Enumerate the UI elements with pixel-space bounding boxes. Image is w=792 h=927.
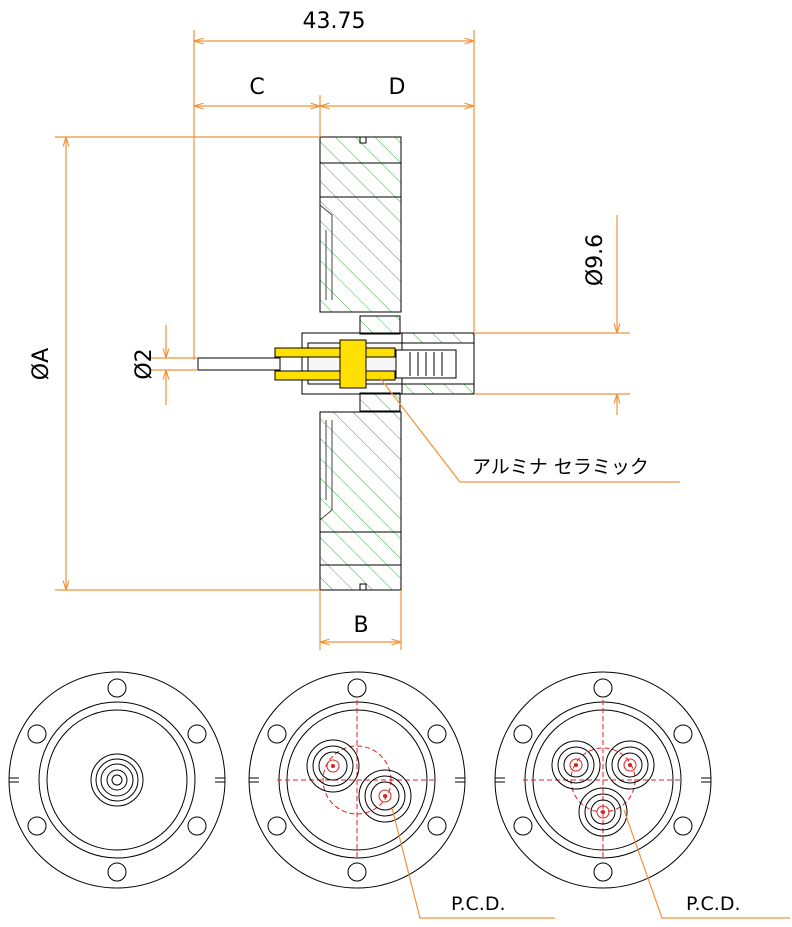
phi-a-label: ØA: [29, 348, 54, 380]
dimension-lines: [55, 30, 680, 650]
conductor-pin-lower: [274, 370, 396, 381]
pcd-right-leader: [623, 809, 790, 919]
pcd-left-label: P.C.D.: [451, 893, 506, 915]
phi-9-6-label: Ø9.6: [583, 234, 608, 286]
front-view-two-pin: [248, 671, 466, 889]
overall-length-label: 43.75: [303, 9, 366, 34]
pcd-left-leader: [391, 807, 555, 919]
material-callout: アルミナ セラミック: [472, 456, 649, 478]
c-label: C: [249, 75, 264, 100]
front-view-single-pin: [8, 671, 226, 889]
b-label: B: [353, 613, 368, 638]
d-label: D: [389, 75, 406, 100]
pcd-right-label: P.C.D.: [686, 893, 741, 915]
flange-upper-rim: [319, 136, 402, 198]
flange-lower-body: [319, 411, 402, 533]
flange-lower-rim: [319, 531, 402, 591]
phi-2-label: Ø2: [132, 348, 157, 379]
flange-upper-body: [319, 196, 402, 313]
pin-tip: [197, 357, 281, 371]
front-view-three-pin: [494, 671, 712, 889]
socket-contact: [395, 349, 457, 379]
conductor-pin-upper: [274, 347, 396, 358]
section-view: [197, 136, 475, 591]
